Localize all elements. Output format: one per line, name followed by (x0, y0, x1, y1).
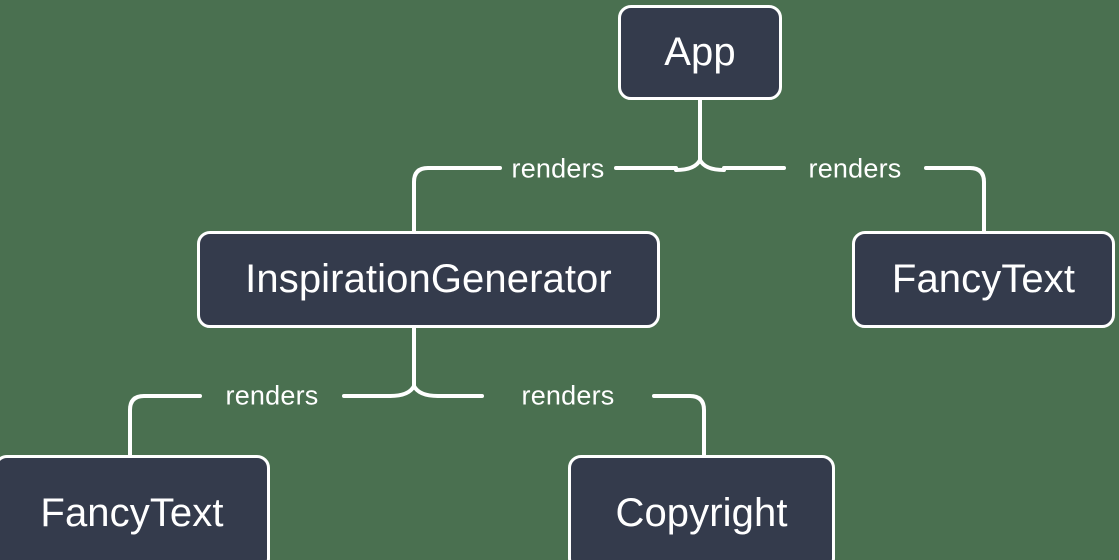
edge-label-inspiration-generator-to-fancy-text: renders (225, 380, 319, 411)
node-fancy-text-bottom-left[interactable]: FancyText (0, 455, 270, 560)
edge-label-app-to-fancy-text-right: renders (808, 153, 902, 184)
edge-app-to-inspgen-left-seg (412, 166, 502, 233)
node-app-label: App (664, 30, 736, 74)
edge-junction-app (674, 158, 726, 172)
edge-label-inspiration-generator-to-copyright: renders (521, 380, 615, 411)
edge-label-app-to-inspiration-generator: renders (511, 153, 605, 184)
node-inspiration-generator[interactable]: InspirationGenerator (197, 231, 660, 328)
edge-app-to-fancyright-right-seg (924, 166, 986, 233)
node-copyright-label: Copyright (615, 490, 788, 535)
edge-junction-inspgen (388, 384, 440, 398)
node-app[interactable]: App (618, 5, 782, 100)
node-copyright[interactable]: Copyright (568, 455, 835, 560)
node-inspiration-generator-label: InspirationGenerator (245, 257, 612, 301)
node-fancy-text-bottom-left-label: FancyText (40, 490, 224, 535)
edge-inspgen-to-fancybl-left-seg (128, 394, 202, 457)
edge-inspgen-to-copyright-right-seg (652, 394, 706, 457)
node-fancy-text-right-label: FancyText (891, 257, 1076, 301)
node-fancy-text-right[interactable]: FancyText (852, 231, 1115, 328)
